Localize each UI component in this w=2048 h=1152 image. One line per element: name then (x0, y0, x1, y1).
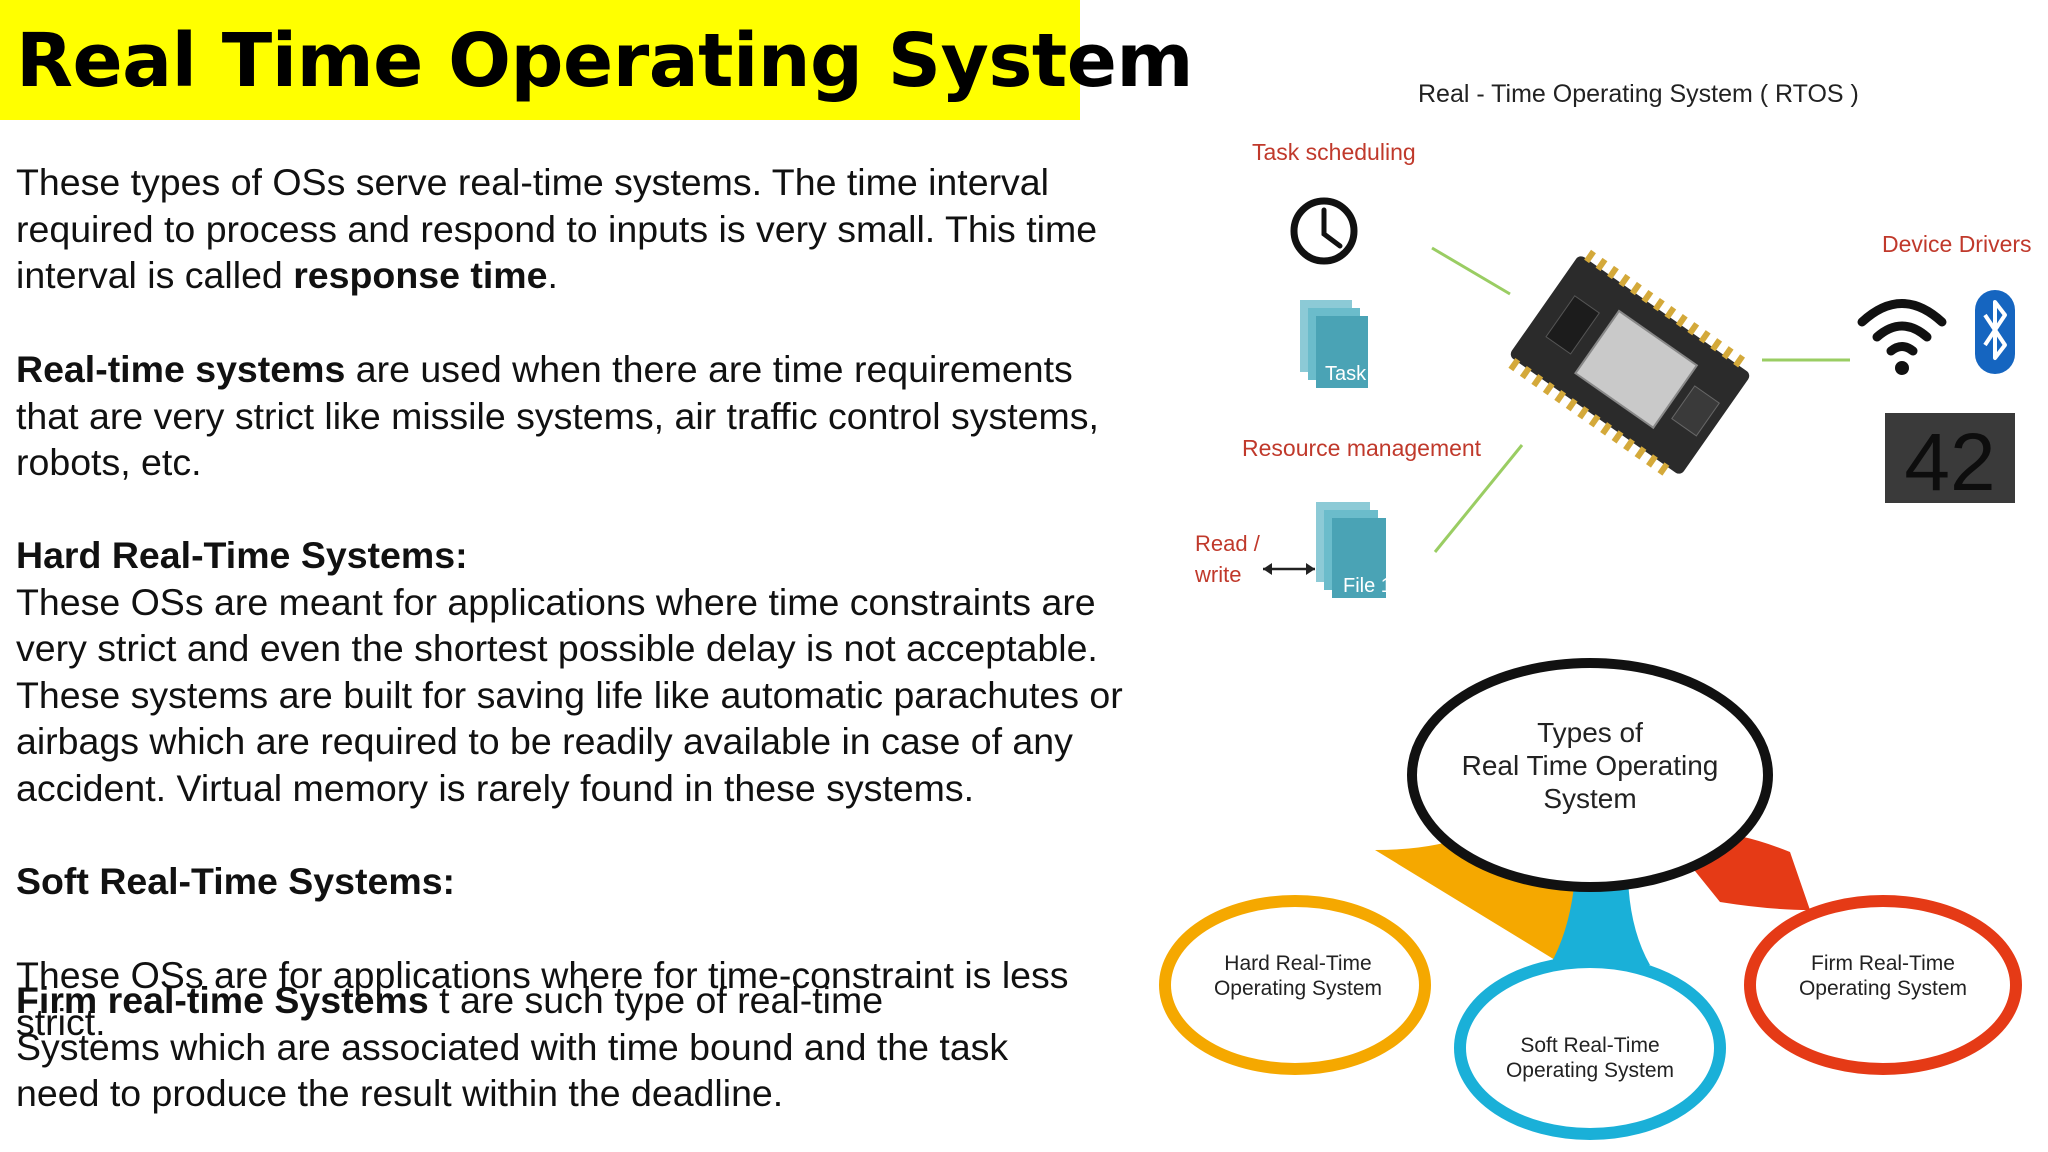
slide-title: Real Time Operating System (16, 18, 1194, 104)
soft-label-line1: Soft Real-Time (1520, 1034, 1659, 1057)
read-label: Read / (1195, 531, 1261, 556)
task-label: Task 1 (1325, 363, 1383, 385)
task-stack-icon: Task 1 (1300, 300, 1383, 388)
center-ellipse (1407, 658, 1773, 892)
bluetooth-icon (1975, 290, 2015, 374)
read-write-arrow-icon (1263, 563, 1315, 575)
soft-label-line2: Operating System (1506, 1059, 1674, 1082)
paragraph-response-time: These types of OSs serve real-time syste… (16, 159, 1136, 299)
file-label: File 1 (1343, 575, 1392, 597)
paragraph-text: are used when there are time requirement… (16, 348, 1099, 483)
heading-soft-real-time: Soft Real-Time Systems: (16, 858, 1136, 905)
hard-label-line1: Hard Real-Time (1224, 952, 1371, 975)
device-drivers-label: Device Drivers (1882, 231, 2032, 257)
bold-term-response-time: response time (293, 254, 548, 296)
resource-management-label: Resource management (1242, 435, 1482, 461)
microcontroller-board-icon (1508, 249, 1750, 476)
section-hard-real-time: Hard Real-Time Systems:These OSs are mea… (16, 532, 1136, 811)
bold-term-real-time-systems: Real-time systems (16, 348, 346, 390)
center-label-line3: System (1543, 783, 1636, 814)
types-diagram: Types of Real Time Operating System Hard… (1159, 658, 2022, 1140)
soft-heading-text: Soft Real-Time Systems: (16, 860, 456, 902)
display-value: 42 (1904, 417, 1995, 508)
firm-label-line1: Firm Real-Time (1811, 952, 1955, 975)
file-stack-icon: File 1 (1316, 502, 1392, 598)
soft-connector-shape (1550, 878, 1650, 965)
connector-file-line (1433, 444, 1524, 553)
center-label-line1: Types of (1537, 717, 1643, 748)
paragraph-text: These types of OSs serve real-time syste… (16, 161, 1098, 296)
soft-ellipse (1454, 956, 1726, 1140)
wifi-icon (1857, 299, 1947, 375)
soft-real-time-text: These OSs are for applications where for… (16, 954, 1069, 1043)
rtos-figure: Real - Time Operating System ( RTOS ) Ta… (1159, 80, 2032, 1140)
write-label: write (1194, 562, 1241, 587)
bold-term-firm-real-time: Firm real-time Systems (16, 979, 429, 1021)
paragraph-firm-real-time: Firm real-time Systems t are such type o… (16, 977, 1016, 1117)
task-scheduling-label: Task scheduling (1252, 139, 1416, 165)
center-label-line2: Real Time Operating (1462, 750, 1719, 781)
hard-real-time-text: These OSs are meant for applications whe… (16, 580, 1123, 809)
hard-label-line2: Operating System (1214, 977, 1382, 1000)
firm-ellipse (1744, 895, 2022, 1075)
paragraph-end: . (547, 254, 558, 296)
clock-icon (1290, 197, 1358, 265)
hard-ellipse (1159, 895, 1431, 1075)
firm-real-time-text: t are such type of real-time Systems whi… (16, 979, 1009, 1114)
seven-segment-display-icon: 42 (1885, 413, 2015, 508)
heading-hard-real-time: Hard Real-Time Systems: (16, 534, 468, 576)
firm-label-line2: Operating System (1799, 977, 1967, 1000)
title-banner (0, 0, 1080, 120)
rtos-diagram-title: Real - Time Operating System ( RTOS ) (1418, 80, 1859, 108)
paragraph-real-time-systems: Real-time systems are used when there ar… (16, 346, 1136, 486)
connector-task-line (1431, 246, 1511, 296)
